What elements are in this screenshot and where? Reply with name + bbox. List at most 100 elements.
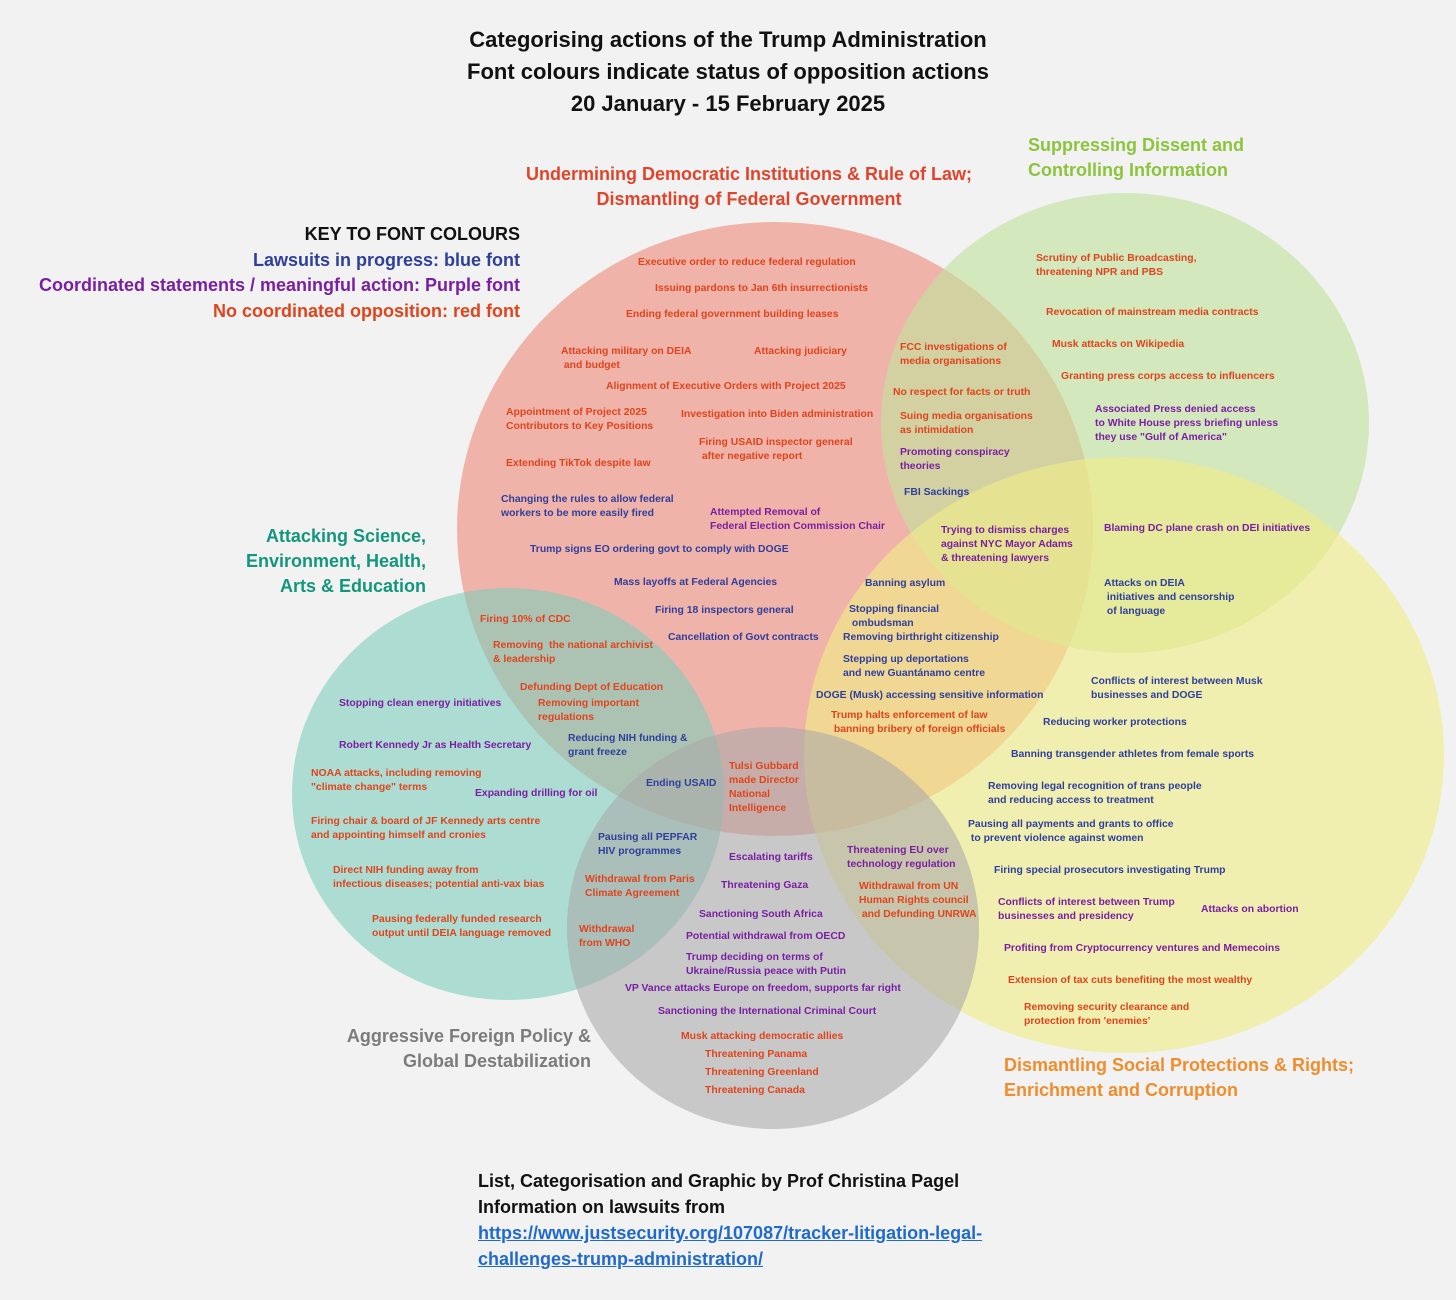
action-item: Ending federal government building lease… (626, 309, 839, 320)
action-item: Ending USAID (646, 778, 717, 789)
cat-foreign-line-2: Global Destabilization (402, 1051, 591, 1071)
action-item: FBI Sackings (904, 487, 970, 498)
title-line-1: Categorising actions of the Trump Admini… (469, 27, 987, 52)
cat-social-line-1: Dismantling Social Protections & Rights; (1004, 1055, 1355, 1075)
action-item: Threatening Canada (705, 1085, 805, 1096)
footer-line-2: Information on lawsuits from (478, 1197, 726, 1217)
action-item: Reducing worker protections (1043, 717, 1187, 728)
action-item: Attempted Removal of Federal Election Co… (710, 507, 885, 532)
cat-democratic-line-1: Undermining Democratic Institutions & Ru… (525, 164, 973, 184)
category-label-dissent: Suppressing Dissent and Controlling Info… (1028, 133, 1244, 183)
action-item: Threatening Greenland (705, 1067, 819, 1078)
action-item: Attacking military on DEIA and budget (561, 346, 692, 371)
action-item: Sanctioning South Africa (699, 909, 823, 920)
action-item: Profiting from Cryptocurrency ventures a… (1004, 943, 1280, 954)
action-item: Musk attacking democratic allies (681, 1031, 844, 1042)
action-item: Suing media organisations as intimidatio… (900, 411, 1033, 436)
action-item: NOAA attacks, including removing "climat… (311, 768, 482, 793)
action-item: Banning asylum (865, 578, 946, 589)
action-item: VP Vance attacks Europe on freedom, supp… (625, 983, 901, 994)
action-item: Threatening EU over technology regulatio… (847, 845, 956, 870)
action-item: Withdrawal from UN Human Rights council … (859, 881, 977, 920)
action-item: Defunding Dept of Education (520, 682, 664, 693)
footer-credits: List, Categorisation and Graphic by Prof… (478, 1168, 982, 1272)
action-item: Conflicts of interest between Musk busin… (1091, 676, 1263, 701)
action-item: Removing important regulations (538, 698, 640, 723)
action-item: Removing birthright citizenship (843, 632, 999, 643)
action-item: FCC investigations of media organisation… (900, 342, 1007, 367)
cat-science-line-1: Attacking Science, (265, 526, 426, 546)
action-item: Attacking judiciary (754, 346, 847, 357)
action-item: Attacks on DEIA initiatives and censorsh… (1104, 578, 1235, 617)
action-item: Pausing all payments and grants to offic… (968, 819, 1174, 844)
action-item: Expanding drilling for oil (475, 788, 598, 799)
action-item: Cancellation of Govt contracts (668, 632, 819, 643)
action-item: Stopping clean energy initiatives (339, 698, 502, 709)
action-item: Firing special prosecutors investigating… (994, 865, 1226, 876)
action-item: Granting press corps access to influence… (1061, 371, 1275, 382)
action-item: Reducing NIH funding & grant freeze (568, 733, 688, 758)
action-item: Extending TikTok despite law (506, 458, 651, 469)
action-item: Pausing all PEPFAR HIV programmes (598, 832, 698, 857)
category-label-foreign: Aggressive Foreign Policy & Global Desta… (347, 1024, 591, 1074)
action-item: Withdrawal from Paris Climate Agreement (585, 874, 695, 899)
cat-foreign-line-1: Aggressive Foreign Policy & (346, 1026, 591, 1046)
action-item: Conflicts of interest between Trump busi… (998, 897, 1175, 922)
action-item: Banning transgender athletes from female… (1011, 749, 1255, 760)
action-item: Stepping up deportations and new Guantán… (843, 654, 986, 679)
action-item: Robert Kennedy Jr as Health Secretary (339, 740, 532, 751)
action-item: Trying to dismiss charges against NYC Ma… (941, 525, 1073, 564)
action-item: Changing the rules to allow federal work… (501, 494, 674, 519)
action-item: Firing chair & board of JF Kennedy arts … (311, 816, 541, 841)
cat-democratic-line-2: Dismantling of Federal Government (596, 189, 902, 209)
font-colour-key: KEY TO FONT COLOURS Lawsuits in progress… (39, 222, 520, 324)
action-item: Removing security clearance and protecti… (1024, 1002, 1190, 1027)
category-label-science: Attacking Science, Environment, Health, … (246, 524, 426, 599)
action-item: Firing USAID inspector general after neg… (699, 437, 853, 462)
action-item: Potential withdrawal from OECD (686, 931, 846, 942)
action-item: Firing 18 inspectors general (655, 605, 794, 616)
key-blue: Lawsuits in progress: blue font (252, 249, 520, 270)
category-label-democratic: Undermining Democratic Institutions & Ru… (518, 162, 980, 212)
cat-social-line-2: Enrichment and Corruption (1004, 1080, 1238, 1100)
action-item: Firing 10% of CDC (480, 614, 571, 625)
action-item: Extension of tax cuts benefiting the mos… (1008, 975, 1253, 986)
action-item: Trump deciding on terms of Ukraine/Russi… (686, 952, 846, 977)
action-item: Scrutiny of Public Broadcasting, threate… (1036, 253, 1197, 278)
lawsuit-tracker-link[interactable]: https://www.justsecurity.org/107087/trac… (478, 1220, 982, 1272)
action-item: Issuing pardons to Jan 6th insurrectioni… (655, 283, 869, 294)
action-item: Escalating tariffs (729, 852, 813, 863)
circle-foreign-policy (567, 727, 979, 1129)
cat-dissent-line-1: Suppressing Dissent and (1028, 135, 1245, 155)
action-item: Trump halts enforcement of law banning b… (831, 710, 1006, 735)
action-item: Threatening Panama (705, 1049, 808, 1060)
link-line-2: challenges-trump-administration/ (478, 1249, 764, 1269)
action-item: Alignment of Executive Orders with Proje… (606, 381, 846, 392)
action-item: Threatening Gaza (721, 880, 809, 891)
cat-dissent-line-2: Controlling Information (1028, 160, 1228, 180)
action-item: No respect for facts or truth (893, 387, 1031, 398)
title-line-3: 20 January - 15 February 2025 (570, 91, 886, 116)
action-item: Sanctioning the International Criminal C… (658, 1006, 877, 1017)
action-item: Direct NIH funding away from infectious … (333, 865, 545, 890)
category-label-social: Dismantling Social Protections & Rights;… (1004, 1053, 1354, 1103)
cat-science-line-2: Environment, Health, (245, 551, 426, 571)
action-item: Pausing federally funded research output… (372, 914, 552, 939)
action-item: Removing legal recognition of trans peop… (988, 781, 1202, 806)
action-item: Executive order to reduce federal regula… (638, 257, 856, 268)
key-red: No coordinated opposition: red font (213, 300, 520, 321)
title-line-2: Font colours indicate status of oppositi… (467, 59, 989, 84)
footer-line-1: List, Categorisation and Graphic by Prof… (478, 1171, 960, 1191)
action-item: Promoting conspiracy theories (900, 447, 1010, 472)
action-item: Mass layoffs at Federal Agencies (614, 577, 778, 588)
action-item: Stopping financial ombudsman (849, 604, 940, 629)
action-item: Withdrawal from WHO (579, 924, 635, 949)
key-purple: Coordinated statements / meaningful acti… (38, 275, 520, 295)
action-item: Trump signs EO ordering govt to comply w… (530, 544, 789, 555)
action-item: Tulsi Gubbard made Director National Int… (729, 761, 799, 814)
cat-science-line-3: Arts & Education (279, 576, 426, 596)
action-item: Appointment of Project 2025 Contributors… (506, 407, 654, 432)
action-item: DOGE (Musk) accessing sensitive informat… (816, 690, 1044, 701)
action-item: Musk attacks on Wikipedia (1052, 339, 1185, 350)
